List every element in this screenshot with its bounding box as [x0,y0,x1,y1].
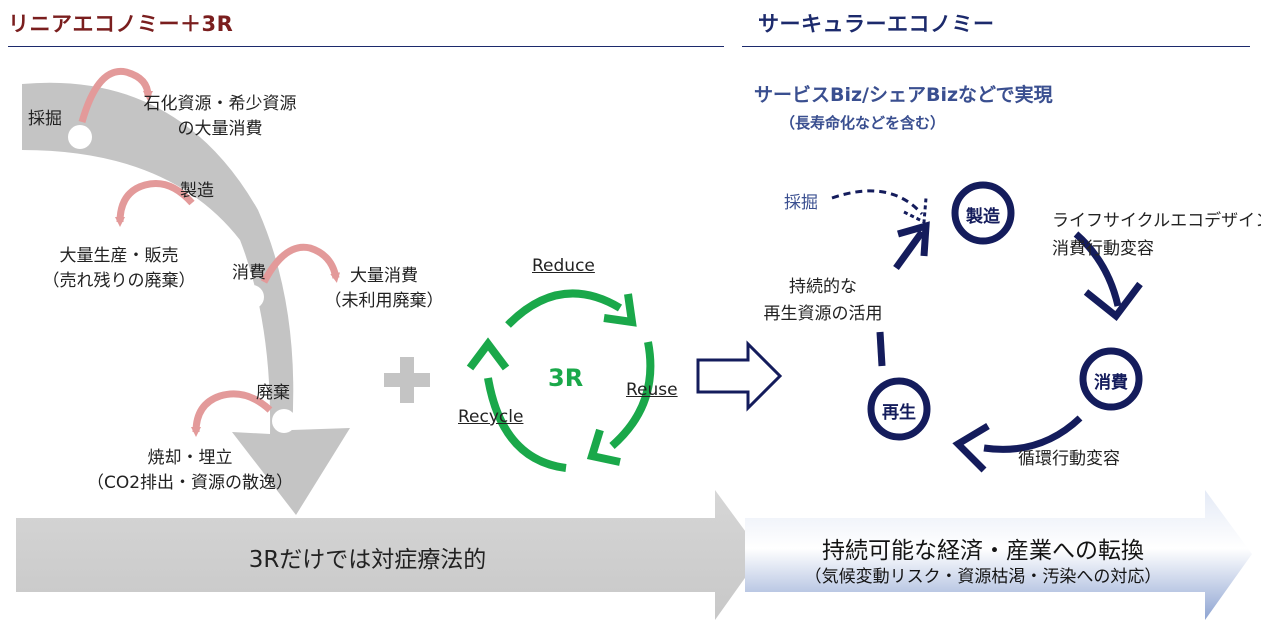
circular-subtitle: サービスBiz/シェアBizなどで実現 [754,84,1053,106]
consumption-dot [240,285,264,309]
linear-economy-heading: リニアエコノミー＋3R [8,12,234,36]
regeneration-to-manufacturing-arc [876,331,886,367]
reuse-arrowhead [586,428,621,466]
left-heading-rule [8,46,724,47]
consumption-to-regeneration-arc [983,415,1083,453]
lifecycle-design-line2: 消費行動変容 [1052,239,1154,259]
disposal-pink-arrow [191,390,273,437]
reduce-label: Reduce [532,256,595,276]
mass-consumption-line1: 大量消費 [350,266,418,286]
recycle-arc [484,377,567,472]
regeneration-return-arrowhead [952,422,990,473]
symptomatic-treatment-text: 3Rだけでは対症療法的 [248,547,487,573]
renewable-resource-text: 持続的な 再生資源の活用 [748,274,898,328]
consumption-node-label: 消費 [1094,373,1128,393]
sustainable-transition-title: 持続可能な経済・産業への転換 [822,538,1144,564]
lifecycle-design-text: ライフサイクルエコデザイン 消費行動変容 [1052,207,1261,263]
mining-dashed-arrowhead [903,197,928,225]
right-band-arrow [745,490,1252,620]
stage-disposal-label: 廃棄 [256,383,290,403]
three-r-center-label: 3R [548,364,584,392]
mass-consumption-line2: （未利用廃棄） [324,291,444,311]
consumption-pink-arrow [260,243,341,284]
manufacturing-pink-arrow [115,180,195,227]
mining-dot [68,125,92,149]
circular-mining-label: 採掘 [784,193,818,213]
recycle-label: Recycle [458,407,524,427]
stage-consumption-label: 消費 [232,263,266,283]
disposal-dot [272,409,296,433]
plus-sign-vertical [400,357,414,403]
lifecycle-design-line1: ライフサイクルエコデザイン [1052,211,1261,231]
recycle-arrowhead [466,337,510,371]
mining-pink-arrow [78,67,153,123]
manufacturing-to-consumption-arc [1073,231,1122,307]
consumption-node-ring [1079,347,1143,411]
transition-outline-arrow [696,340,783,412]
regeneration-arrowhead [897,221,930,257]
reduce-arc [505,289,623,328]
renewable-resource-line1: 持続的な [789,277,857,297]
reuse-arc [609,341,655,450]
regeneration-upper-arc [893,229,925,271]
linear-flow-arrow [22,82,350,516]
sustainable-transition-subtitle: （気候変動リスク・資源枯渇・汚染への対応） [804,567,1162,587]
right-heading-rule [742,46,1250,47]
mass-production-line1: 大量生産・販売 [59,246,179,266]
manufacturing-dot [189,206,213,230]
resource-consumption-line2: の大量消費 [177,119,263,139]
circular-economy-heading: サーキュラーエコノミー [758,12,995,36]
mass-production-text: 大量生産・販売 （売れ残りの廃棄） [40,244,198,294]
stage-manufacturing-label: 製造 [180,181,214,201]
circulation-behavior-label: 循環行動変容 [1018,449,1120,469]
left-band-arrow [16,490,762,620]
reduce-arrowhead [603,293,637,327]
regeneration-node-ring [867,377,931,441]
incineration-line2: （CO2排出・資源の散逸） [86,473,294,493]
resource-consumption-text: 石化資源・希少資源 の大量消費 [128,92,312,142]
reuse-label: Reuse [626,380,678,400]
incineration-text: 焼却・埋立 （CO2排出・資源の散逸） [80,446,300,496]
mass-consumption-text: 大量消費 （未利用廃棄） [318,264,450,314]
stage-mining-label: 採掘 [28,109,62,129]
resource-consumption-line1: 石化資源・希少資源 [143,94,297,114]
manufacturing-node-label: 製造 [966,207,1000,227]
incineration-line1: 焼却・埋立 [147,448,233,468]
regeneration-node-label: 再生 [882,403,916,423]
renewable-resource-line2: 再生資源の活用 [763,304,883,324]
mining-dashed-arrow [831,189,924,215]
circular-subnote: （長寿命化などを含む） [780,114,946,132]
mass-production-line2: （売れ残りの廃棄） [42,271,196,291]
consumption-arrowhead [1083,281,1143,321]
manufacturing-node-ring [951,181,1015,245]
